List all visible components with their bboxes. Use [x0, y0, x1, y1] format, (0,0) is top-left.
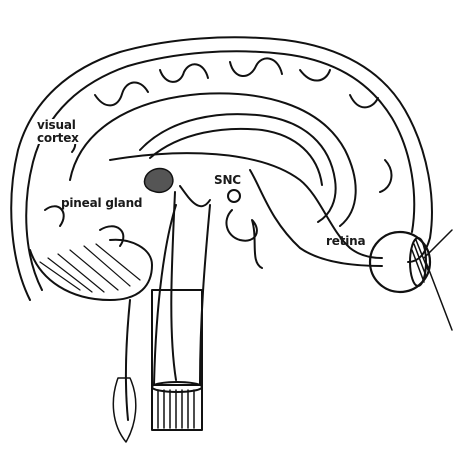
corpus-callosum-lower	[140, 114, 336, 222]
ganglion-top	[152, 382, 202, 392]
spinal-column	[152, 290, 202, 385]
pineal-gland-blob	[144, 169, 172, 193]
pineal-gland-label: pineal gland	[61, 197, 142, 210]
gyrus-line	[95, 82, 148, 105]
gyrus-line	[160, 64, 208, 82]
visual-cortex-label: visual cortex	[37, 119, 79, 144]
fiber-to-gland	[180, 186, 210, 206]
ganglion-striations	[158, 390, 194, 428]
optic-tract-lower	[250, 170, 382, 266]
gyrus-line	[100, 226, 123, 246]
pituitary	[226, 210, 262, 268]
gyrus-line	[300, 70, 330, 81]
light-ray	[426, 262, 452, 330]
nerve-bundle	[113, 378, 135, 442]
descending-fiber	[126, 300, 130, 420]
retina-label: retina	[326, 235, 365, 248]
gyrus-line	[230, 58, 282, 76]
snc-label: SNC	[214, 174, 241, 187]
snc-nucleus	[228, 190, 240, 202]
brain-inner-outline	[26, 51, 414, 290]
gyrus-line	[350, 95, 378, 107]
gyrus-line	[380, 160, 391, 192]
brain-outer-outline	[11, 37, 432, 300]
